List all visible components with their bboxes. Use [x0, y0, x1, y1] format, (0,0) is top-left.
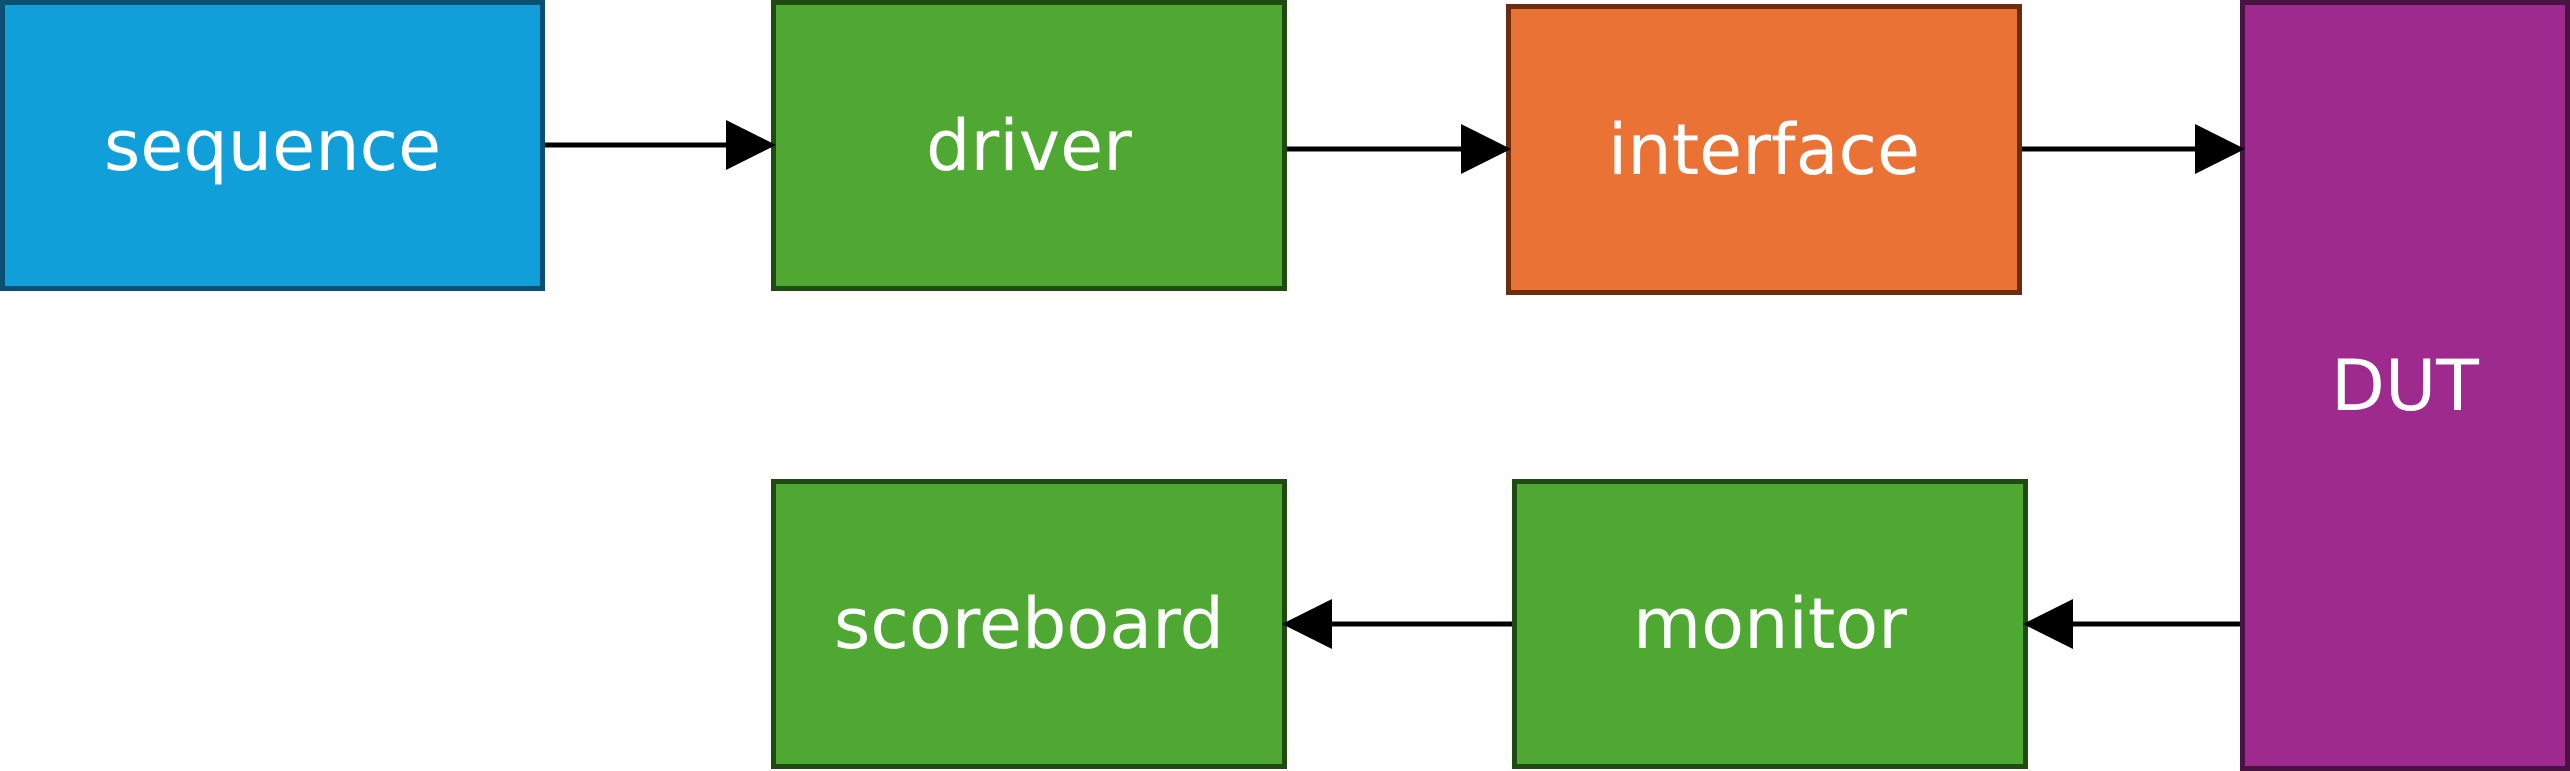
monitor-label: monitor: [1633, 583, 1907, 665]
dut-block: DUT: [2240, 0, 2570, 771]
sequence-block: sequence: [0, 0, 545, 291]
driver-label: driver: [926, 104, 1132, 187]
monitor-block: monitor: [1512, 479, 2028, 769]
scoreboard-block: scoreboard: [771, 479, 1287, 769]
driver-block: driver: [771, 0, 1287, 291]
interface-block: interface: [1506, 4, 2022, 295]
interface-label: interface: [1607, 108, 1921, 191]
scoreboard-label: scoreboard: [833, 583, 1225, 665]
sequence-label: sequence: [103, 104, 442, 187]
dut-label: DUT: [2331, 344, 2479, 427]
